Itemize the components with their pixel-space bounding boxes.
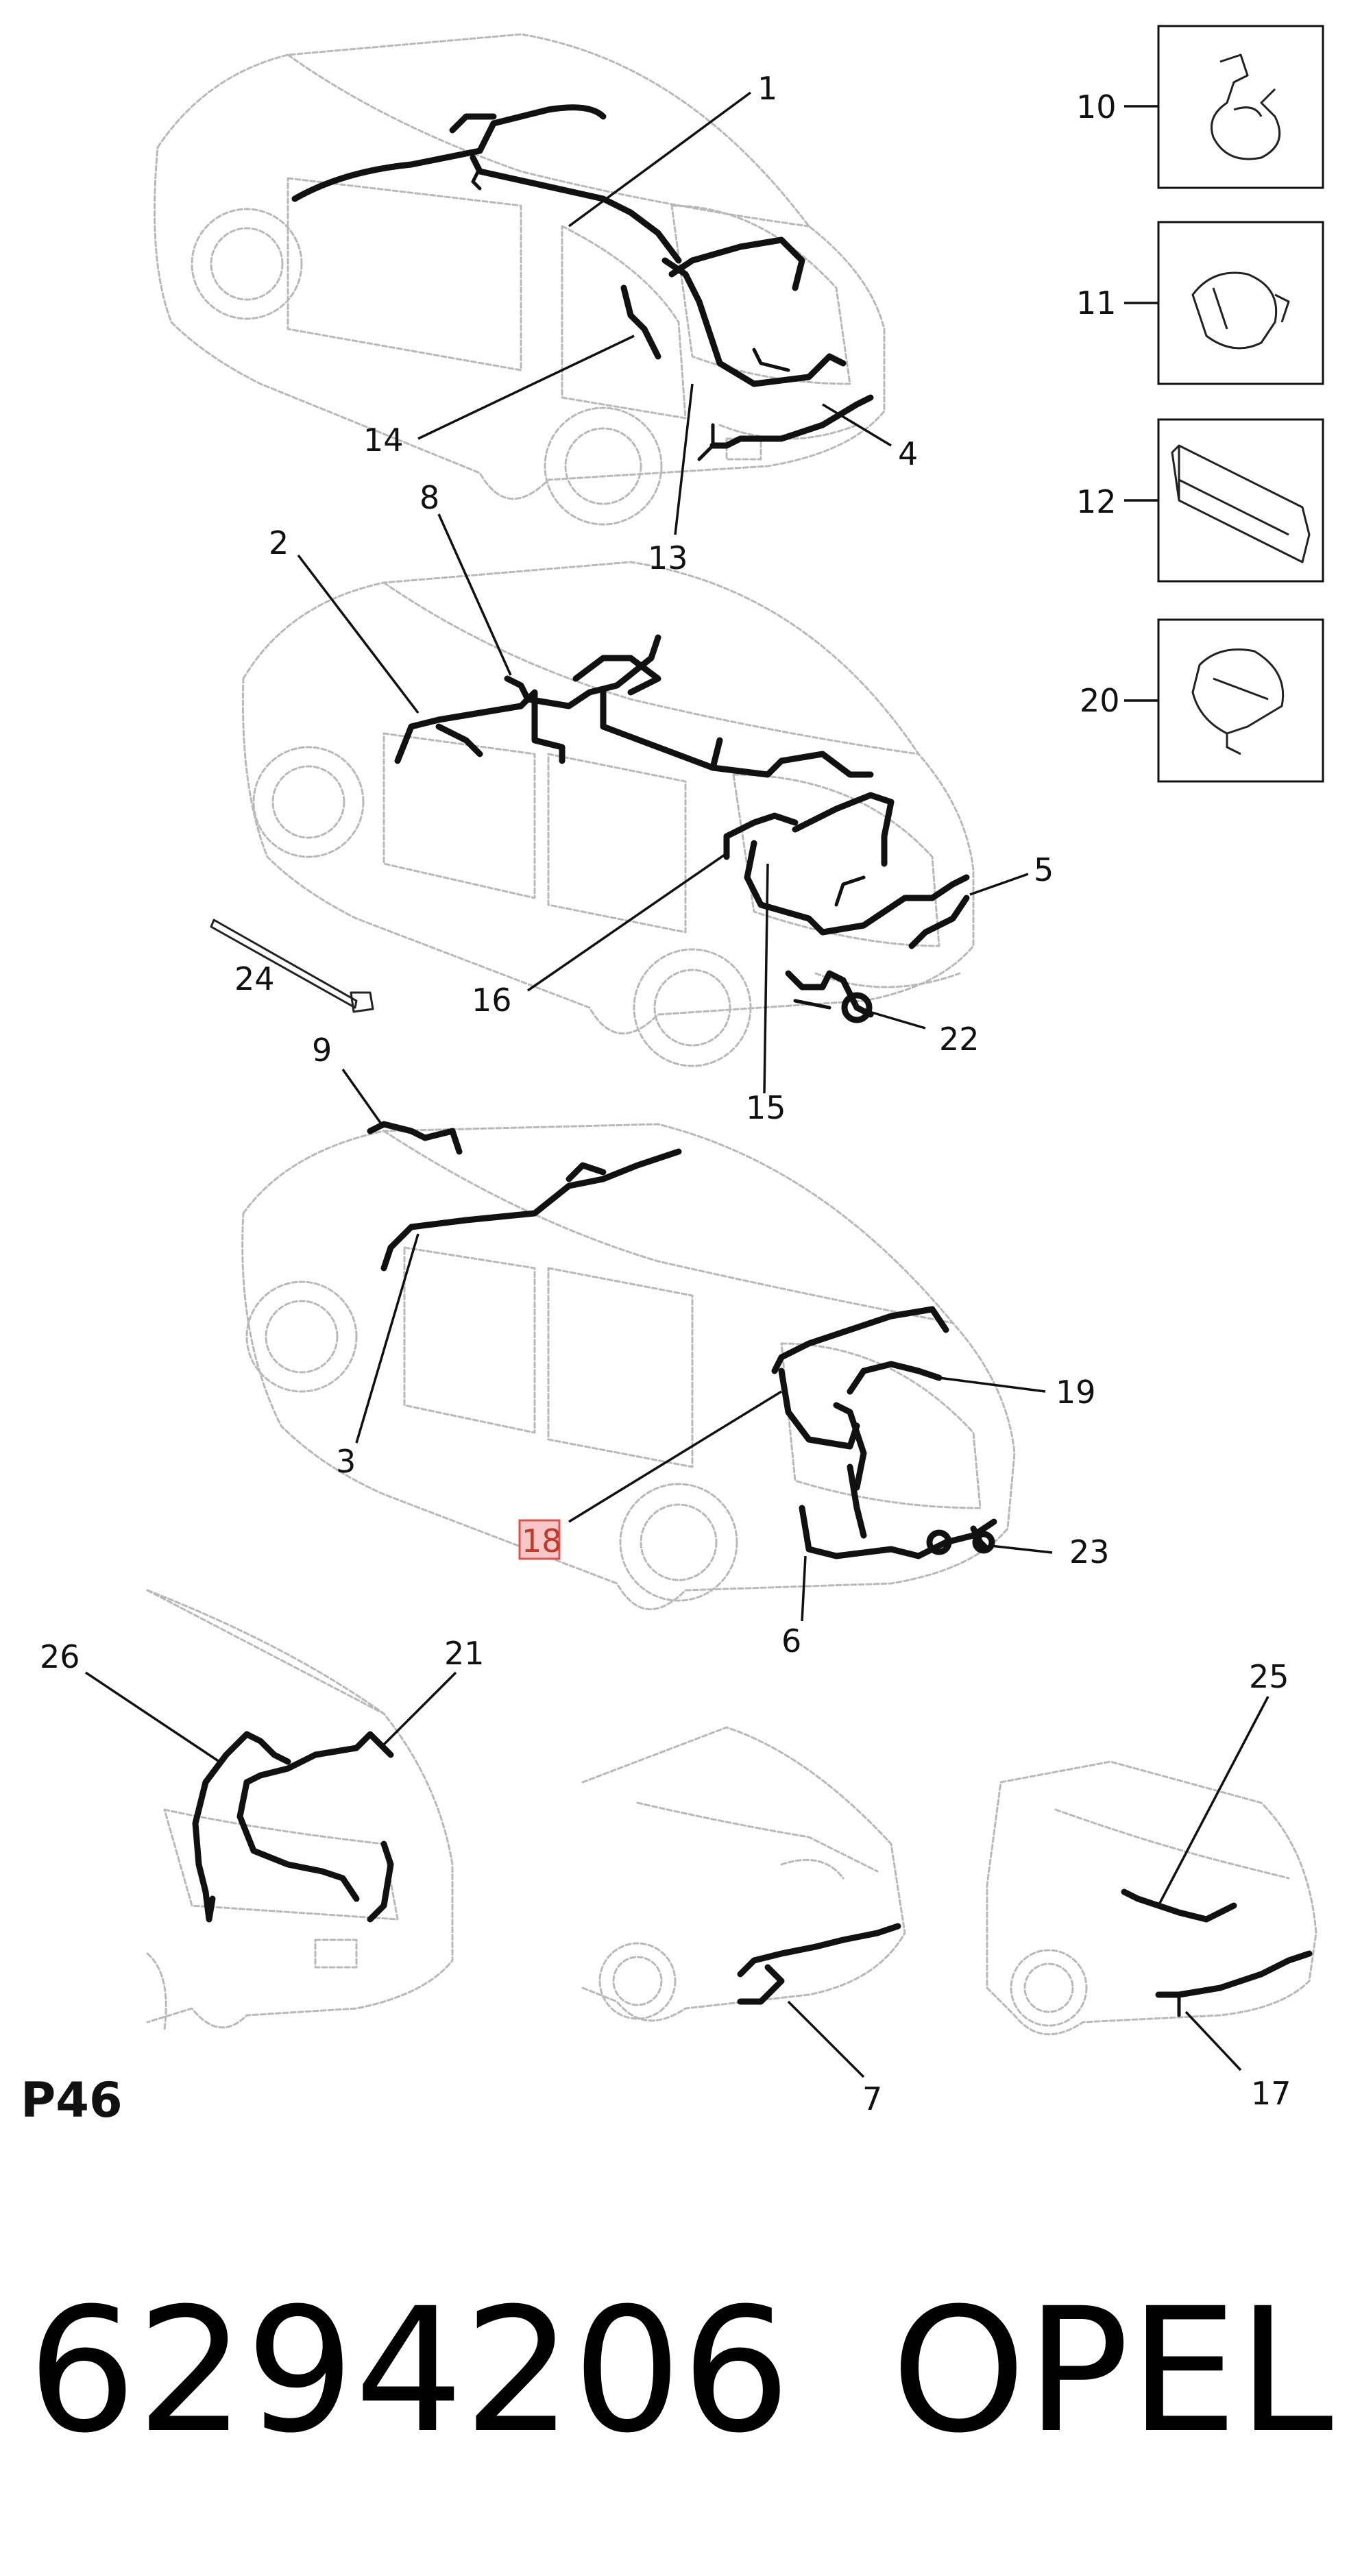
- callout-9: 9: [312, 1032, 332, 1069]
- harness-21-detail: [236, 1731, 394, 1923]
- callout-4: 4: [898, 435, 918, 472]
- callout-26: 26: [40, 1638, 80, 1675]
- harness-19-mpv: [833, 1361, 943, 1491]
- harness-22-estate: [785, 970, 874, 1023]
- callout-18: 18: [522, 1522, 562, 1559]
- callout-14: 14: [363, 422, 404, 459]
- harness-5-estate: [908, 895, 970, 949]
- harness-13-hatch: [661, 236, 847, 387]
- callout-11: 11: [1076, 284, 1117, 321]
- part-11-box: [1157, 221, 1324, 385]
- detail-sedan-rear: [581, 1726, 906, 2022]
- callout-5: 5: [1034, 851, 1054, 888]
- callout-17: 17: [1251, 2075, 1291, 2112]
- harness-2-estate: [394, 689, 566, 764]
- callout-2: 2: [269, 524, 289, 561]
- car-mpv-lower: [241, 1123, 1016, 1610]
- cable-tie-part: [210, 919, 374, 1013]
- part-12-box: [1157, 418, 1324, 583]
- callout-3: 3: [336, 1443, 356, 1480]
- callout-13: 13: [648, 539, 688, 576]
- harness-4-hatch: [697, 394, 874, 461]
- callout-19: 19: [1056, 1374, 1096, 1411]
- callout-6: 6: [781, 1623, 801, 1660]
- harness-14-hatch: [620, 284, 661, 360]
- harness-7-detail: [737, 1923, 901, 2005]
- callout-10: 10: [1076, 88, 1117, 125]
- callout-20: 20: [1080, 682, 1120, 719]
- harness-3-mpv: [380, 1148, 682, 1272]
- detail-hatch-rear: [986, 1760, 1317, 2036]
- callout-1: 1: [757, 70, 777, 107]
- harness-26-detail: [192, 1731, 291, 1923]
- harness-9-mpv: [367, 1121, 463, 1155]
- part-10-box: [1157, 25, 1324, 189]
- car-hatchback-top: [154, 33, 886, 526]
- leader-lines: [85, 91, 1269, 2078]
- callout-18-highlight: [518, 1519, 561, 1560]
- brand-name: OPEL: [891, 2271, 1333, 2470]
- harness-8-estate: [504, 634, 874, 778]
- callout-16: 16: [472, 982, 512, 1019]
- harness-25-detail: [1121, 1888, 1237, 1923]
- callout-12: 12: [1076, 483, 1117, 520]
- harness-16-estate: [723, 812, 799, 860]
- harness-6-mpv: [799, 1463, 997, 1559]
- callout-15: 15: [746, 1089, 786, 1126]
- callout-23: 23: [1069, 1533, 1110, 1570]
- callout-21: 21: [444, 1635, 485, 1672]
- car-estate-middle: [241, 561, 975, 1067]
- harness-18-mpv: [771, 1306, 949, 1450]
- harness-15-estate: [744, 792, 970, 936]
- part-number: 6294206: [27, 2271, 790, 2470]
- callout-labels: 1 14 4 13 2 8 5 24 16 22 15 9 19 3 18 23…: [40, 70, 1291, 2117]
- detail-estate-rear: [146, 1589, 454, 2030]
- harness-23-mpv: [970, 1525, 995, 1554]
- page-code: P46: [21, 2072, 123, 2128]
- callout-22: 22: [939, 1021, 980, 1058]
- callout-8: 8: [420, 479, 439, 516]
- harness-1-hatch: [291, 104, 682, 264]
- harness-17-detail: [1155, 1950, 1313, 2017]
- callout-24: 24: [234, 960, 275, 997]
- part-20-box: [1157, 618, 1324, 783]
- callout-7: 7: [862, 2080, 882, 2117]
- callout-25: 25: [1249, 1658, 1289, 1695]
